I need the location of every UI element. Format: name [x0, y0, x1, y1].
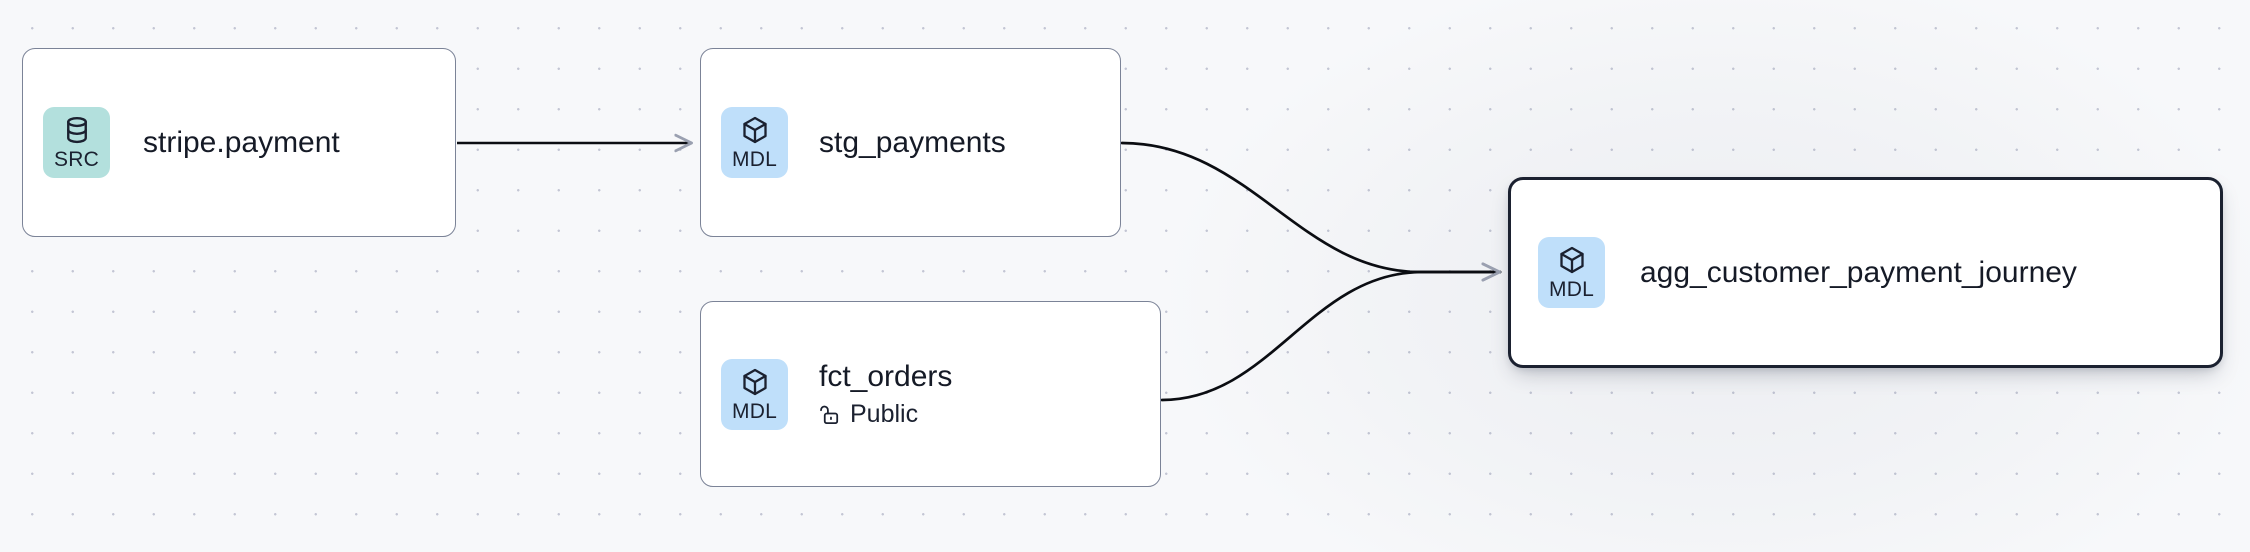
node-title: fct_orders: [819, 359, 953, 393]
visibility-label: Public: [850, 400, 919, 429]
model-type-badge: MDL: [1538, 237, 1605, 308]
node-stg-payments[interactable]: MDL stg_payments: [700, 48, 1121, 237]
node-agg-customer-payment-journey[interactable]: MDL agg_customer_payment_journey: [1508, 177, 2223, 368]
unlock-icon: [820, 405, 839, 425]
model-type-badge: MDL: [721, 358, 788, 430]
cube-icon: [742, 368, 767, 395]
cube-icon: [742, 116, 767, 144]
node-content: stripe.payment: [143, 125, 340, 160]
node-content: agg_customer_payment_journey: [1640, 255, 2077, 290]
database-icon: [66, 116, 87, 144]
badge-label: MDL: [732, 148, 777, 171]
node-title: agg_customer_payment_journey: [1640, 255, 2077, 289]
node-content: stg_payments: [819, 125, 1006, 160]
badge-label: MDL: [732, 399, 777, 423]
node-fct-orders[interactable]: MDL fct_orders Public: [700, 301, 1161, 487]
node-visibility: Public: [819, 400, 952, 429]
source-type-badge: SRC: [43, 107, 110, 178]
model-type-badge: MDL: [721, 107, 788, 178]
node-title: stripe.payment: [143, 125, 340, 159]
cube-icon: [1559, 246, 1584, 274]
edge-stg-to-agg: [1120, 141, 1502, 272]
node-stripe-payment[interactable]: SRC stripe.payment: [22, 48, 456, 237]
node-title: stg_payments: [819, 125, 1006, 159]
edge-fct-to-agg: [1160, 272, 1502, 402]
node-content: fct_orders Public: [819, 359, 952, 429]
badge-label: MDL: [1549, 278, 1594, 301]
badge-label: SRC: [54, 148, 99, 171]
